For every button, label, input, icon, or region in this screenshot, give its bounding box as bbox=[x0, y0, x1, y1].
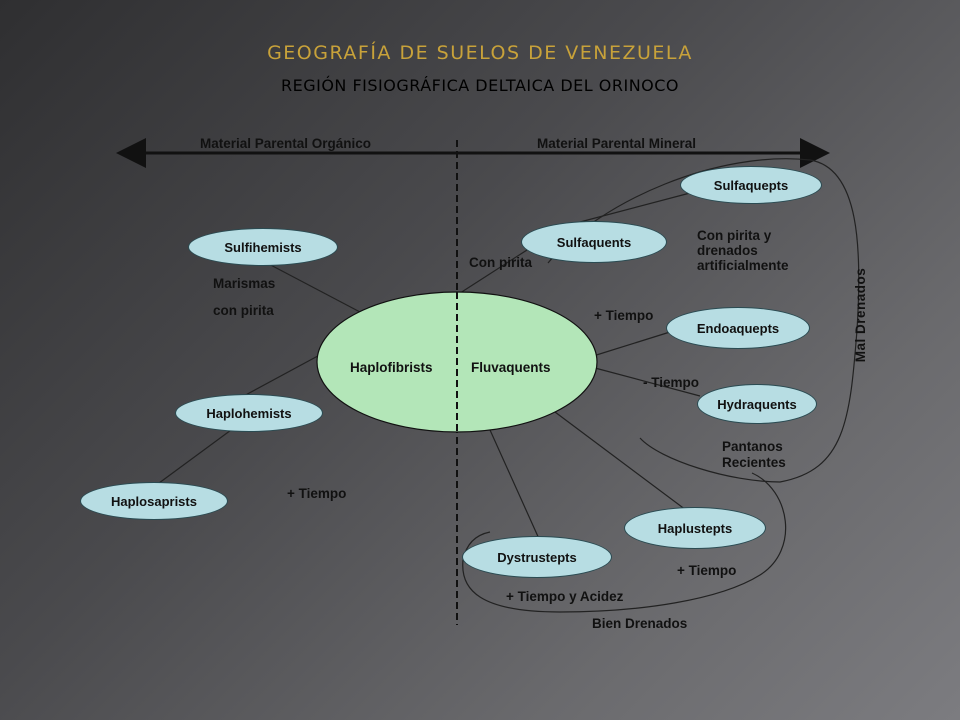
label-mas-tiempo-right: + Tiempo bbox=[594, 308, 654, 323]
node-endoaquepts: Endoaquepts bbox=[666, 307, 810, 349]
label-con-pirita-drenados-2: drenados bbox=[697, 243, 758, 258]
node-sulfaquepts: Sulfaquepts bbox=[680, 166, 822, 204]
center-label-fluvaquents: Fluvaquents bbox=[471, 360, 551, 375]
label-con-pirita-center: Con pirita bbox=[469, 255, 532, 270]
connector-sulfihemists bbox=[264, 261, 361, 313]
center-label-haplofibrists: Haplofibrists bbox=[350, 360, 433, 375]
label-mas-tiempo-bottom: + Tiempo bbox=[677, 563, 737, 578]
node-sulfihemists: Sulfihemists bbox=[188, 228, 338, 266]
label-con-pirita-left: con pirita bbox=[213, 303, 274, 318]
node-haplustepts: Haplustepts bbox=[624, 507, 766, 549]
label-pantanos: Pantanos bbox=[722, 439, 783, 454]
connector-sulfaquents bbox=[456, 249, 528, 296]
node-haplosaprists: Haplosaprists bbox=[80, 482, 228, 520]
connector-sulfaquepts bbox=[579, 192, 691, 223]
label-tiempo-acidez: + Tiempo y Acidez bbox=[506, 589, 624, 604]
node-hydraquents: Hydraquents bbox=[697, 384, 817, 424]
label-recientes: Recientes bbox=[722, 455, 786, 470]
node-sulfaquents: Sulfaquents bbox=[521, 221, 667, 263]
page-subtitle: REGIÓN FISIOGRÁFICA DELTAICA DEL ORINOCO bbox=[280, 76, 680, 95]
page-title: GEOGRAFÍA DE SUELOS DE VENEZUELA bbox=[267, 42, 693, 64]
node-haplohemists: Haplohemists bbox=[175, 394, 323, 432]
label-marismas: Marismas bbox=[213, 276, 276, 291]
label-bien-drenados: Bien Drenados bbox=[592, 616, 688, 631]
node-dystrustepts: Dystrustepts bbox=[462, 536, 612, 578]
connector-hydraquents bbox=[594, 367, 701, 397]
connector-dystrustepts bbox=[489, 429, 541, 542]
label-tiempo-left: + Tiempo bbox=[287, 486, 347, 501]
label-mal-drenados: Mal Drenados bbox=[853, 267, 868, 363]
axis-label-organic: Material Parental Orgánico bbox=[200, 136, 372, 151]
axis-label-mineral: Material Parental Mineral bbox=[537, 136, 697, 151]
connector-haplustepts bbox=[554, 411, 691, 514]
label-menos-tiempo: - Tiempo bbox=[643, 375, 700, 390]
label-con-pirita-drenados-3: artificialmente bbox=[697, 258, 789, 273]
label-con-pirita-drenados-1: Con pirita y bbox=[697, 228, 772, 243]
connector-endoaquepts bbox=[589, 331, 671, 358]
